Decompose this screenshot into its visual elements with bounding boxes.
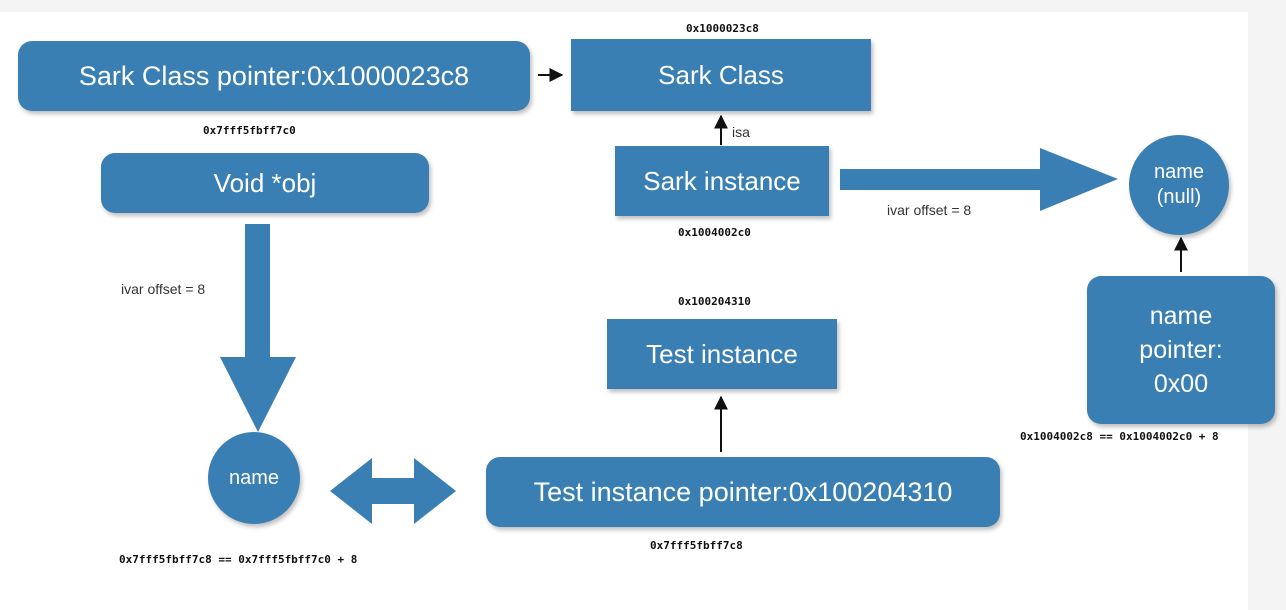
sark-class-pointer-label: Sark Class pointer:0x1000023c8 xyxy=(78,60,470,91)
sark-instance-node: Sark instance xyxy=(615,146,829,216)
name-null-node: name (null) xyxy=(1129,135,1229,235)
top-background-strip xyxy=(0,0,1248,12)
void-obj-label: Void *obj xyxy=(213,167,317,198)
name-circle-node: name xyxy=(208,432,300,524)
sark-instance-label: Sark instance xyxy=(643,165,801,196)
isa-label: isa xyxy=(732,124,750,140)
sark-instance-address: 0x1004002c0 xyxy=(678,226,751,239)
test-instance-label: Test instance xyxy=(646,338,798,369)
sark-class-pointer-address: 0x7fff5fbff7c0 xyxy=(203,124,296,137)
name-circle-address: 0x7fff5fbff7c8 == 0x7fff5fbff7c0 + 8 xyxy=(119,553,358,566)
test-instance-node: Test instance xyxy=(607,319,837,389)
test-instance-address: 0x100204310 xyxy=(678,295,751,308)
void-obj-node: Void *obj xyxy=(101,153,429,213)
name-pointer-node: name pointer: 0x00 xyxy=(1087,276,1275,424)
test-instance-pointer-node: Test instance pointer:0x100204310 xyxy=(486,457,1000,527)
name-pointer-label-line3: 0x00 xyxy=(1153,370,1209,398)
name-pointer-label-line1: name xyxy=(1149,302,1213,330)
name-null-label-line1: name xyxy=(1153,161,1205,183)
name-null-label-line2: (null) xyxy=(1156,186,1202,208)
sark-class-node: Sark Class xyxy=(571,39,871,111)
test-instance-pointer-label: Test instance pointer:0x100204310 xyxy=(533,476,953,507)
arrows-layer xyxy=(220,68,1188,524)
ivar-offset-down-big-arrow xyxy=(220,224,296,432)
sark-class-label: Sark Class xyxy=(658,59,784,90)
name-circle-label: name xyxy=(228,466,280,489)
ivar-offset-right-label: ivar offset = 8 xyxy=(887,202,972,218)
sark-class-pointer-node: Sark Class pointer:0x1000023c8 xyxy=(18,41,530,111)
name-pointer-label-line2: pointer: xyxy=(1139,336,1223,364)
diagram-canvas: Sark Class pointer:0x1000023c8 Sark Clas… xyxy=(18,22,1275,566)
name-pointer-address: 0x1004002c8 == 0x1004002c0 + 8 xyxy=(1020,430,1219,443)
sark-class-address: 0x1000023c8 xyxy=(686,22,759,35)
test-instance-pointer-address: 0x7fff5fbff7c8 xyxy=(650,539,743,552)
ivar-offset-left-label: ivar offset = 8 xyxy=(121,281,206,297)
double-headed-big-arrow xyxy=(330,458,456,524)
ivar-offset-right-big-arrow xyxy=(840,148,1118,211)
